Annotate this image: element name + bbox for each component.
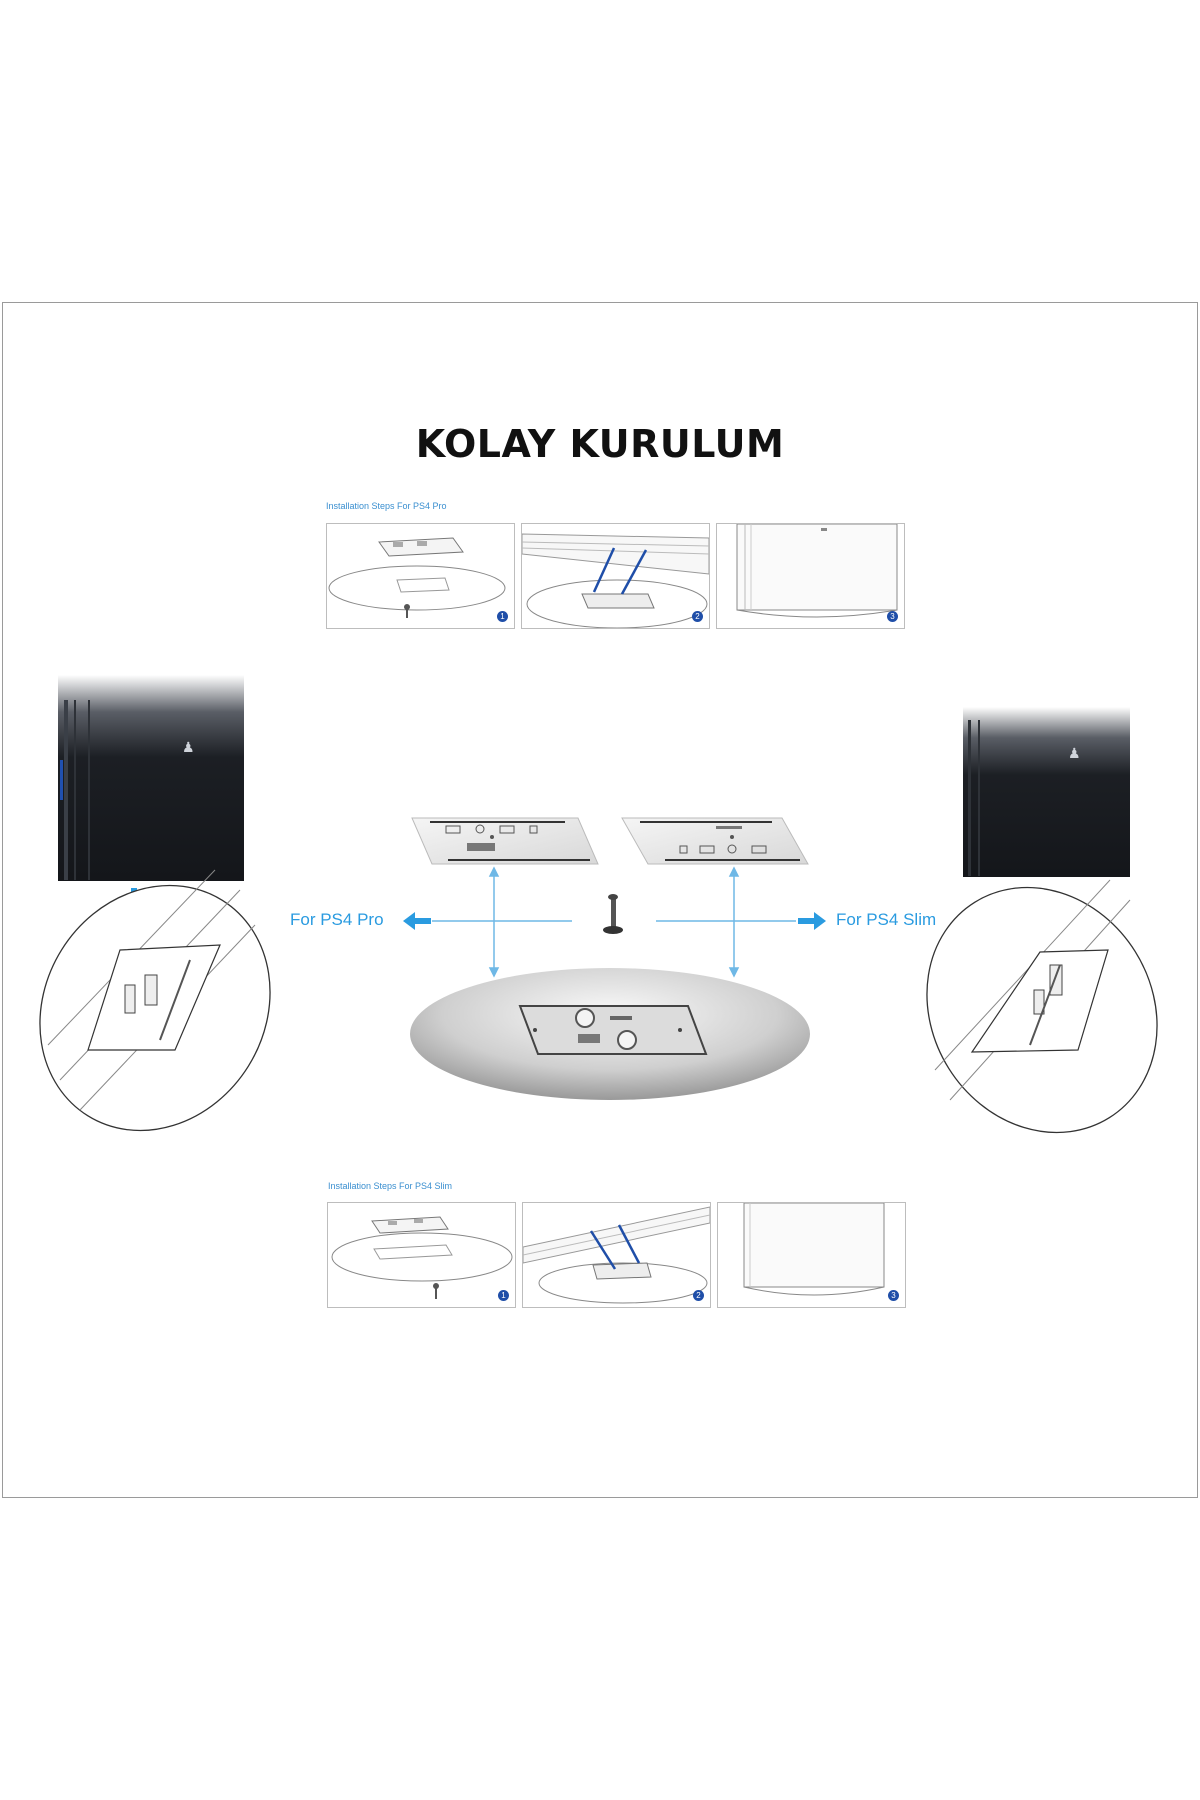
step-badge-1: 1 xyxy=(497,611,508,622)
slim-step-2-panel: 2 xyxy=(522,1202,711,1308)
pro-step-2-panel: 2 xyxy=(521,523,710,629)
arrow-right-icon xyxy=(798,912,826,930)
svg-text:♟: ♟ xyxy=(1068,746,1081,762)
pro-steps-heading: Installation Steps For PS4 Pro xyxy=(326,501,447,511)
step-badge-3: 3 xyxy=(888,1290,899,1301)
svg-text:♟: ♟ xyxy=(182,740,195,756)
step-badge-2: 2 xyxy=(693,1290,704,1301)
step-badge-2: 2 xyxy=(692,611,703,622)
pro-step-3-panel: 3 xyxy=(716,523,905,629)
pro-attach-detail xyxy=(39,869,271,1132)
slim-step-3-panel: 3 xyxy=(717,1202,906,1308)
page-title: KOLAY KURULUM xyxy=(415,422,785,466)
slim-step-1-panel: 1 xyxy=(327,1202,516,1308)
stand-base xyxy=(410,968,810,1100)
pro-mount-plate xyxy=(411,817,599,865)
step-badge-1: 1 xyxy=(498,1290,509,1301)
slim-steps-heading: Installation Steps For PS4 Slim xyxy=(328,1181,453,1191)
ps4-slim-console: ♟ xyxy=(963,707,1130,877)
slim-attach-detail xyxy=(926,879,1158,1134)
ps4-pro-console: ♟ xyxy=(58,675,244,881)
for-ps4-slim-label: For PS4 Slim xyxy=(836,910,937,929)
slim-mount-plate xyxy=(621,817,809,865)
screw-icon xyxy=(603,894,623,934)
step-badge-3: 3 xyxy=(887,611,898,622)
arrow-left-icon xyxy=(403,912,431,930)
connector-lines xyxy=(432,866,796,978)
pro-step-1-panel: 1 xyxy=(326,523,515,629)
for-ps4-pro-label: For PS4 Pro xyxy=(290,910,384,929)
